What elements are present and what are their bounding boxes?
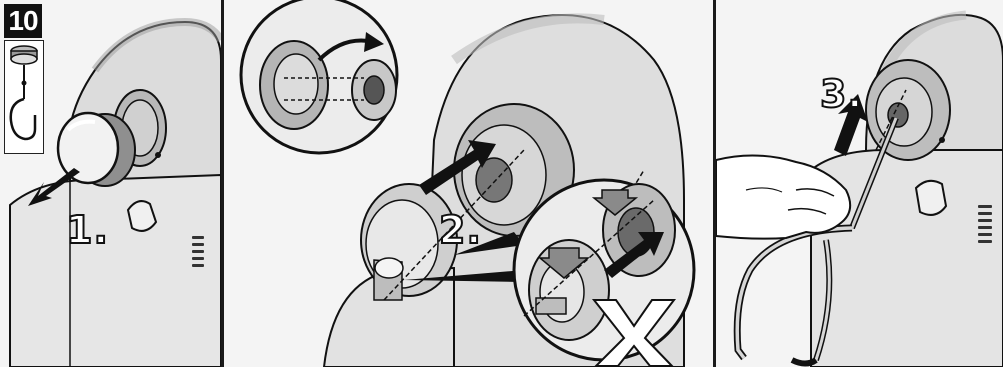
mixer-body [10, 175, 221, 367]
panel-step-3: 3. [716, 0, 1003, 367]
panel-step-1: 10 1. [0, 0, 221, 367]
figure-number-badge: 10 [4, 4, 42, 38]
step-3-label: 3. [820, 72, 863, 116]
step-1-label: 1. [66, 208, 109, 252]
panel-2-illustration [224, 0, 713, 367]
panel-3-illustration [716, 0, 1003, 367]
step-2-label: 2. [439, 208, 482, 252]
dough-hook-icon [5, 41, 43, 153]
release-knob[interactable] [916, 181, 946, 215]
accessory-indicator [4, 40, 44, 154]
zoom-detail-rotate [241, 0, 397, 153]
panel-step-2: 2. [224, 0, 713, 367]
